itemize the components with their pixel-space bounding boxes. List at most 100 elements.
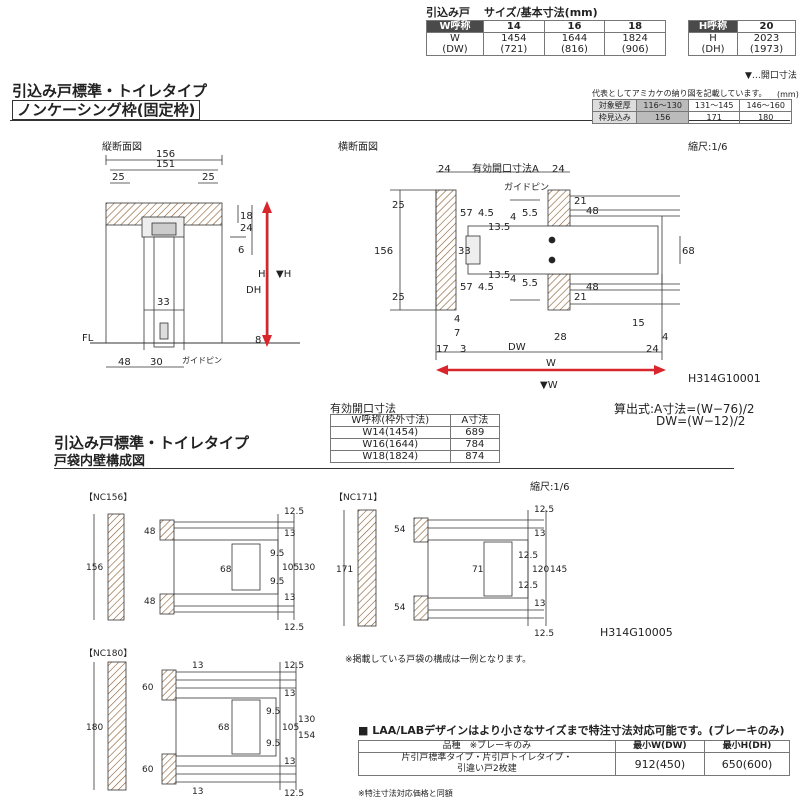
nc180-dim-60-top: 60 xyxy=(142,683,154,693)
w-header-16: 16 xyxy=(543,20,606,33)
wall-cell: 146〜160 xyxy=(739,99,792,112)
horiz-dim-3: 3 xyxy=(460,344,466,355)
wall-cell: 180 xyxy=(739,111,792,124)
nc156-dim-156: 156 xyxy=(86,563,103,573)
effective-table-title: 有効開口寸法 xyxy=(330,402,396,415)
effective-opening-table: W呼称(枠外寸法) A寸法 W14(1454)689 W16(1644)784 … xyxy=(330,414,501,463)
horiz-dim-21-bottom: 21 xyxy=(574,292,587,303)
special-min-w: 912(450) xyxy=(614,752,706,776)
vert-dim-H-opening: ▼H xyxy=(276,269,291,280)
horiz-dim-48-top: 48 xyxy=(586,206,599,217)
section1-title: 引込み戸標準・トイレタイプ xyxy=(12,82,208,100)
drawing-code-1: H314G10001 xyxy=(688,372,761,385)
special-header-minw: 最小W(DW) xyxy=(614,740,706,753)
horiz-dim-DW: DW xyxy=(508,342,526,353)
effective-row-a18: 874 xyxy=(449,450,501,463)
w-row-label: W(DW) xyxy=(426,32,484,56)
horiz-dim-7: 7 xyxy=(454,328,460,339)
special-row-label: 片引戸標準タイプ・片引戸トイレタイプ・引違い戸2枚建 xyxy=(358,752,616,776)
vert-dim-H: H xyxy=(258,269,266,280)
nc180-dim-13-a: 13 xyxy=(192,661,203,671)
pocket-note: ※掲載している戸袋の構成は一例となります。 xyxy=(345,655,532,665)
w-value-18: 1824(906) xyxy=(604,32,666,56)
nc156-dim-12.5-bottom: 12.5 xyxy=(284,623,304,633)
w-value-14: 1454(721) xyxy=(483,32,545,56)
nc156-dim-48-top: 48 xyxy=(144,527,156,537)
vert-dim-33: 33 xyxy=(157,297,170,308)
effective-row-a14: 689 xyxy=(449,426,501,439)
nc171-label: 【NC171】 xyxy=(334,493,383,503)
vert-dim-156: 156 xyxy=(156,149,175,160)
scale-label-2: 縮尺:1/6 xyxy=(530,482,570,493)
h-header-20: 20 xyxy=(737,20,796,33)
special-title: ■ LAA/LABデザインはより小さなサイズまで特注寸法対応可能です。(ブレーキ… xyxy=(358,724,785,737)
nc171-drawing: 171 54 54 71 12.5 13 12.5 12.5 13 12.5 1… xyxy=(336,505,567,639)
nc171-dim-71: 71 xyxy=(472,565,483,575)
nc156-dim-13-bottom: 13 xyxy=(284,593,295,603)
nc156-dim-130: 130 xyxy=(298,563,315,573)
w-header-label: W呼称 xyxy=(426,20,484,33)
wall-cell: 対象壁厚 xyxy=(591,99,638,112)
w-header-14: 14 xyxy=(483,20,545,33)
vert-dim-30: 30 xyxy=(150,357,163,368)
special-header-type: 品種 ※ブレーキのみ xyxy=(358,740,616,753)
vert-dim-DH: DH xyxy=(246,285,261,296)
nc156-dim-48-bottom: 48 xyxy=(144,597,156,607)
w-header-18: 18 xyxy=(604,20,666,33)
horiz-dim-W: W xyxy=(546,358,556,369)
wall-cell: 171 xyxy=(687,111,741,124)
nc180-dim-9.5-top: 9.5 xyxy=(266,707,280,717)
nc156-dim-9.5-bottom: 9.5 xyxy=(270,577,284,587)
horiz-dim-13.5-bottom: 13.5 xyxy=(488,270,510,281)
horizontal-section-label: 横断面図 xyxy=(338,142,378,153)
section2-title: 引込み戸標準・トイレタイプ xyxy=(54,434,250,452)
horiz-dim-effective-A: 有効開口寸法A xyxy=(472,162,539,175)
effective-header-a: A寸法 xyxy=(449,414,501,427)
nc180-dim-60-bottom: 60 xyxy=(142,765,154,775)
nc171-dim-54-bottom: 54 xyxy=(394,603,406,613)
horiz-dim-57-top: 57 xyxy=(460,208,473,219)
h-row-label: H(DH) xyxy=(688,32,738,56)
nc180-dim-180: 180 xyxy=(86,723,103,733)
horiz-dim-5.5-bottom: 5.5 xyxy=(522,278,538,289)
wall-cell: 枠見込み xyxy=(591,111,638,124)
vert-dim-FL: FL xyxy=(82,333,94,344)
w-value-16: 1644(816) xyxy=(543,32,606,56)
horiz-dim-21-top: 21 xyxy=(574,196,587,207)
horiz-dim-25-top: 25 xyxy=(392,200,405,211)
nc156-dim-68: 68 xyxy=(220,565,232,575)
nc180-dim-154: 154 xyxy=(298,731,315,741)
special-header-minh: 最小H(DH) xyxy=(704,740,790,753)
horiz-dim-5.5-top: 5.5 xyxy=(522,208,538,219)
horiz-dim-13.5-top: 13.5 xyxy=(488,222,510,233)
vert-dim-6: 6 xyxy=(238,245,244,256)
horiz-dim-4-bottom: 4 xyxy=(510,274,516,285)
effective-row-w14: W14(1454) xyxy=(330,426,451,439)
nc156-dim-105: 105 xyxy=(282,563,299,573)
nc171-dim-12.5-top: 12.5 xyxy=(534,505,554,515)
nc171-dim-120: 120 xyxy=(532,565,549,575)
nc171-dim-12.5-mid-top: 12.5 xyxy=(518,551,538,561)
nc180-dim-9.5-bottom: 9.5 xyxy=(266,739,280,749)
scale-label-1: 縮尺:1/6 xyxy=(688,142,728,153)
horiz-dim-25-bottom: 25 xyxy=(392,292,405,303)
vert-dim-48: 48 xyxy=(118,357,131,368)
nc171-dim-12.5-mid-bottom: 12.5 xyxy=(518,581,538,591)
nc180-dim-13-top: 13 xyxy=(284,689,295,699)
h-header-label: H呼称 xyxy=(688,20,738,33)
horiz-dim-4.5-bottom: 4.5 xyxy=(478,282,494,293)
top-spec-title-left: 引込み戸 xyxy=(426,6,470,19)
nc171-dim-171: 171 xyxy=(336,565,353,575)
wall-cell: 131〜145 xyxy=(687,99,741,112)
horiz-dim-68: 68 xyxy=(682,246,695,257)
w-size-table: W呼称 14 16 18 W(DW) 1454(721) 1644(816) 1… xyxy=(426,20,666,56)
effective-row-a16: 784 xyxy=(449,438,501,451)
section2-rule xyxy=(54,468,734,469)
effective-row-w16: W16(1644) xyxy=(330,438,451,451)
nc156-label: 【NC156】 xyxy=(84,493,133,503)
special-note: ※特注寸法対応価格と同額 xyxy=(358,789,453,798)
horiz-dim-4.5-top: 4.5 xyxy=(478,208,494,219)
h-value-20: 2023(1973) xyxy=(737,32,796,56)
horiz-dim-57-bottom: 57 xyxy=(460,282,473,293)
opening-note: ▼…開口寸法 xyxy=(745,71,797,81)
